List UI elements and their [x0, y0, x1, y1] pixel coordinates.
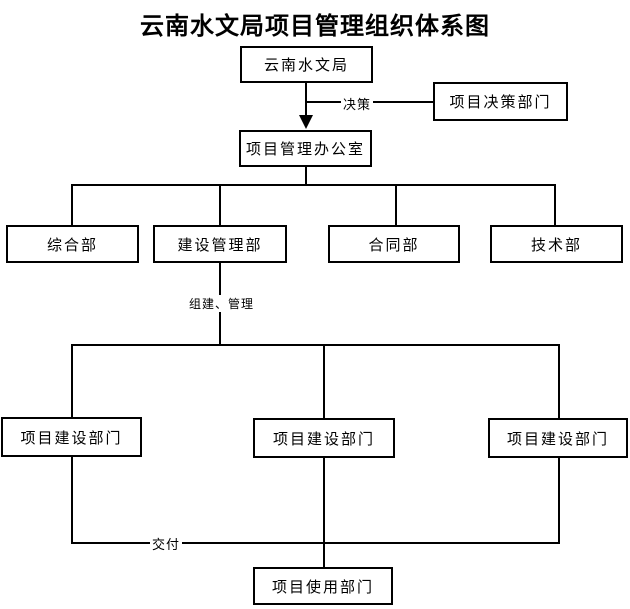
- edge-label-delivery: 交付: [150, 534, 183, 553]
- drop-to-build-dept-3: [558, 344, 560, 418]
- connector-hq-to-pmo: [305, 83, 307, 117]
- connector-build-dept-1-down: [71, 457, 73, 544]
- edge-label-decision: 决策: [341, 94, 374, 113]
- node-project-build-dept-1: 项目建设部门: [1, 417, 142, 457]
- edge-label-organize-manage: 组建、管理: [187, 295, 257, 312]
- node-general-dept: 综合部: [6, 225, 139, 263]
- drop-to-tech-dept: [554, 184, 556, 225]
- page-title: 云南水文局项目管理组织体系图: [140, 14, 490, 40]
- drop-to-contract-dept: [395, 184, 397, 225]
- arrow-down-icon: [299, 115, 313, 129]
- drop-to-build-dept-1: [71, 344, 73, 417]
- drop-to-general-dept: [71, 184, 73, 225]
- drop-to-build-dept-2: [323, 344, 325, 418]
- node-project-build-dept-2: 项目建设部门: [253, 418, 395, 458]
- rail-delivery: [71, 542, 560, 544]
- node-pmo: 项目管理办公室: [239, 130, 372, 167]
- node-hq: 云南水文局: [240, 46, 373, 83]
- connector-build-dept-2-down: [323, 458, 325, 567]
- node-construction-mgmt-dept: 建设管理部: [153, 225, 287, 263]
- node-decision-dept: 项目决策部门: [433, 82, 568, 121]
- node-contract-dept: 合同部: [328, 225, 460, 263]
- connector-build-dept-3-down: [558, 458, 560, 544]
- node-project-build-dept-3: 项目建设部门: [488, 418, 628, 458]
- rail-level2: [71, 184, 556, 186]
- connector-pmo-down: [305, 167, 307, 186]
- drop-to-construction-mgmt-dept: [219, 184, 221, 225]
- node-tech-dept: 技术部: [490, 225, 623, 263]
- rail-level3: [71, 344, 560, 346]
- node-project-use-dept: 项目使用部门: [253, 567, 393, 605]
